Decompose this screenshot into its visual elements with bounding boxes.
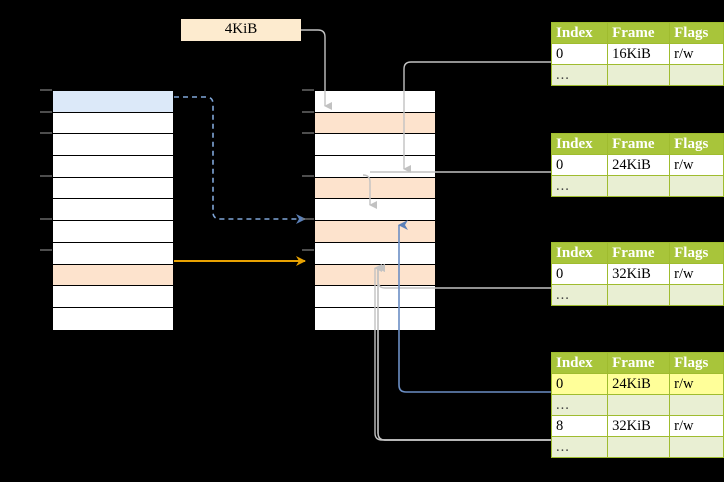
cell-index: 0 <box>550 154 609 176</box>
cell-index: ... <box>550 394 609 416</box>
memory-row <box>315 307 435 330</box>
cell-frame <box>607 64 671 86</box>
memory-row <box>53 91 173 113</box>
cell-flags: r/w <box>669 263 724 285</box>
table-row: ... <box>550 284 724 306</box>
table-row: ... <box>550 175 724 197</box>
cell-index: 8 <box>550 415 609 437</box>
cell-flags: r/w <box>669 43 724 65</box>
memory-row <box>53 177 173 200</box>
table-row: ... <box>550 394 724 416</box>
memory-row <box>315 242 435 265</box>
cell-frame <box>607 175 671 197</box>
size-callout-4kib: 4KiB <box>181 19 301 41</box>
cell-frame: 32KiB <box>607 415 671 437</box>
cell-frame <box>607 284 671 306</box>
column-header-frame: Frame <box>607 352 671 374</box>
cell-flags <box>669 394 724 416</box>
cell-index: ... <box>550 284 609 306</box>
memory-row <box>315 264 435 287</box>
memory-row <box>53 199 173 222</box>
column-header-index: Index <box>550 352 609 374</box>
memory-row <box>315 156 435 178</box>
cell-flags: r/w <box>669 373 724 395</box>
memory-row <box>315 91 435 113</box>
memory-row <box>53 286 173 308</box>
column-header-frame: Frame <box>607 242 671 264</box>
cell-flags <box>669 284 724 306</box>
column-header-flags: Flags <box>669 22 724 44</box>
cell-index: 0 <box>550 43 609 65</box>
column-header-index: Index <box>550 242 609 264</box>
cell-frame <box>607 436 671 458</box>
cell-index: 0 <box>550 373 609 395</box>
cell-index: ... <box>550 175 609 197</box>
memory-row <box>53 134 173 157</box>
column-header-frame: Frame <box>607 133 671 155</box>
memory-row <box>315 286 435 308</box>
cell-frame <box>607 394 671 416</box>
left-memory-column <box>52 90 174 330</box>
memory-row <box>315 199 435 222</box>
table-row: ... <box>550 436 724 458</box>
cell-index: ... <box>550 64 609 86</box>
memory-row <box>315 134 435 157</box>
memory-row <box>53 112 173 135</box>
column-header-frame: Frame <box>607 22 671 44</box>
column-header-index: Index <box>550 22 609 44</box>
cell-frame: 24KiB <box>607 373 671 395</box>
cell-flags: r/w <box>669 415 724 437</box>
memory-row <box>315 177 435 200</box>
middle-memory-column <box>314 90 436 330</box>
cell-index: 0 <box>550 263 609 285</box>
cell-frame: 32KiB <box>607 263 671 285</box>
column-header-flags: Flags <box>669 352 724 374</box>
cell-index: ... <box>550 436 609 458</box>
column-header-flags: Flags <box>669 242 724 264</box>
memory-row <box>53 156 173 178</box>
memory-row <box>53 221 173 243</box>
cell-frame: 16KiB <box>607 43 671 65</box>
cell-frame: 24KiB <box>607 154 671 176</box>
cell-flags: r/w <box>669 154 724 176</box>
column-header-index: Index <box>550 133 609 155</box>
memory-row <box>315 221 435 243</box>
column-header-flags: Flags <box>669 133 724 155</box>
memory-row <box>53 264 173 287</box>
cell-flags <box>669 175 724 197</box>
cell-flags <box>669 64 724 86</box>
memory-row <box>53 242 173 265</box>
memory-row <box>315 112 435 135</box>
memory-row <box>53 307 173 330</box>
table-row: ... <box>550 64 724 86</box>
cell-flags <box>669 436 724 458</box>
